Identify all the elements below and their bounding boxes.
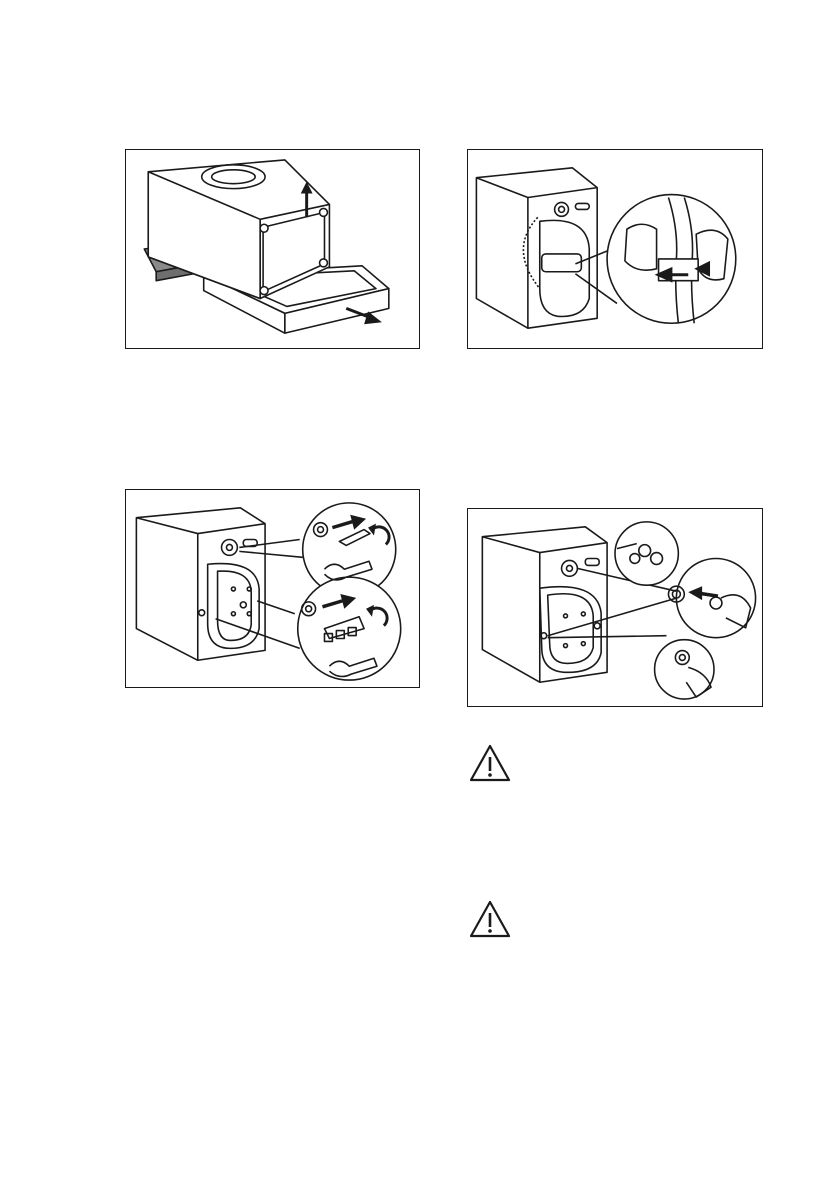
figure-transit-bolt-removal — [125, 489, 420, 688]
figure-hole-cap-insertion — [467, 508, 763, 707]
transit-bolt-removal-illustration — [126, 490, 419, 687]
package-base-removal-illustration — [126, 150, 419, 348]
warning-triangle-icon — [468, 743, 512, 783]
figure-hose-clip-removal — [467, 149, 763, 349]
hole-cap-insertion-illustration — [468, 509, 762, 706]
hose-clip-removal-illustration — [468, 150, 762, 348]
warning-triangle-icon — [468, 899, 512, 939]
figure-package-base-removal — [125, 149, 420, 349]
